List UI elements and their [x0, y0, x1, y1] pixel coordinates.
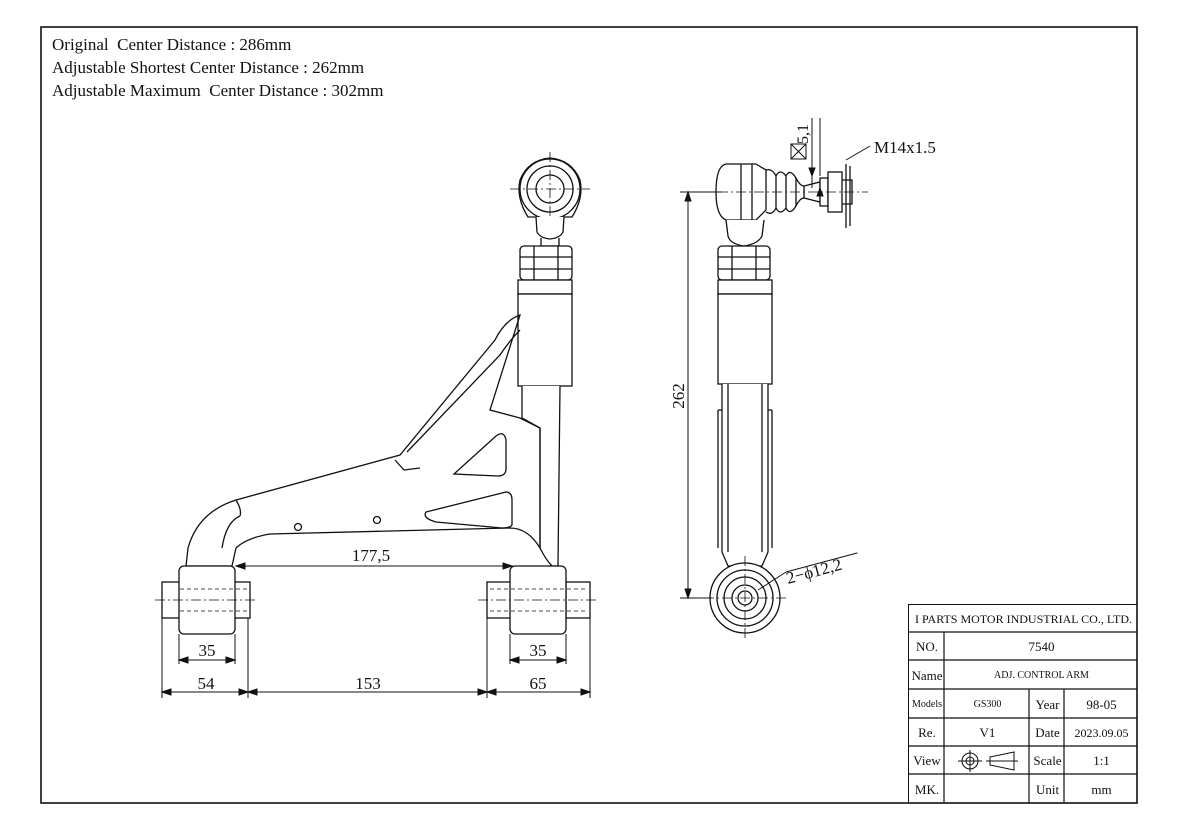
arm-shaft-side: [717, 384, 773, 567]
bottom-bushing-side: [704, 556, 786, 640]
front-dimension-lines: [160, 562, 592, 698]
scale-value: 1:1: [1093, 753, 1110, 768]
dim-square-drive: 5,1: [795, 124, 812, 144]
rod-end-eye: [510, 152, 590, 247]
dim-between-bushings: 177,5: [352, 546, 390, 565]
adjuster-sleeve: [517, 279, 573, 387]
unit-value: mm: [1091, 781, 1112, 797]
re-label: Re.: [918, 725, 936, 740]
note-original-distance: Original Center Distance : 286mm: [52, 35, 292, 54]
date-value: 2023.09.05: [1074, 725, 1129, 740]
dim-bushing-width-left: 35: [199, 641, 216, 660]
projection-symbol-icon: [958, 750, 1018, 772]
front-view: 177,5 35 35 54 153 65: [155, 152, 598, 698]
right-bushing: [478, 565, 598, 635]
models-label: Models: [912, 699, 942, 710]
name-value: ADJ. CONTROL ARM: [994, 670, 1089, 681]
sheet-border: [40, 26, 1138, 804]
dim-262-lines: [680, 190, 722, 600]
note-maximum-distance: Adjustable Maximum Center Distance : 302…: [52, 81, 384, 100]
re-value: V1: [979, 725, 996, 740]
unit-label: Unit: [1035, 781, 1060, 797]
year-value: 98-05: [1086, 696, 1117, 712]
arm-body: [185, 313, 541, 567]
note-shortest-distance: Adjustable Shortest Center Distance : 26…: [52, 58, 365, 77]
dim-right-overall: 65: [530, 674, 547, 693]
side-view: 262 5,1 M14x1.5 2−ϕ12,2: [669, 118, 936, 640]
dim-middle-overall: 153: [355, 674, 381, 693]
thread-leader: [845, 145, 871, 161]
date-label: Date: [1035, 725, 1060, 740]
title-block-grid: [908, 631, 1137, 803]
dim-bushing-width-right: 35: [530, 641, 547, 660]
lock-nut: [519, 245, 573, 281]
square-drive-callout: [790, 118, 824, 197]
models-value: GS300: [973, 699, 1002, 710]
no-label: NO.: [915, 639, 939, 654]
ball-joint-side: [700, 163, 868, 247]
no-value: 7540: [1028, 639, 1055, 654]
vertical-leg: [521, 385, 561, 567]
scale-label: Scale: [1033, 753, 1062, 768]
adjuster-sleeve-side: [717, 293, 773, 385]
dim-thread: M14x1.5: [874, 138, 936, 157]
company-name: I PARTS MOTOR INDUSTRIAL CO., LTD.: [914, 611, 1133, 626]
lock-nut-side: [717, 245, 771, 281]
year-label: Year: [1035, 696, 1060, 712]
dim-left-overall: 54: [198, 674, 216, 693]
sleeve-collar-side: [717, 279, 773, 295]
hole-callout-leader: [757, 552, 858, 591]
mk-value: [945, 775, 1030, 804]
view-label: View: [913, 753, 941, 768]
name-label: Name: [911, 667, 943, 683]
dim-shortest-length: 262: [669, 383, 688, 409]
title-block: I PARTS MOTOR INDUSTRIAL CO., LTD. NO. 7…: [908, 604, 1137, 803]
mk-label: MK.: [914, 781, 940, 797]
left-bushing: [155, 565, 258, 635]
dim-hole-callout: 2−ϕ12,2: [784, 555, 844, 588]
